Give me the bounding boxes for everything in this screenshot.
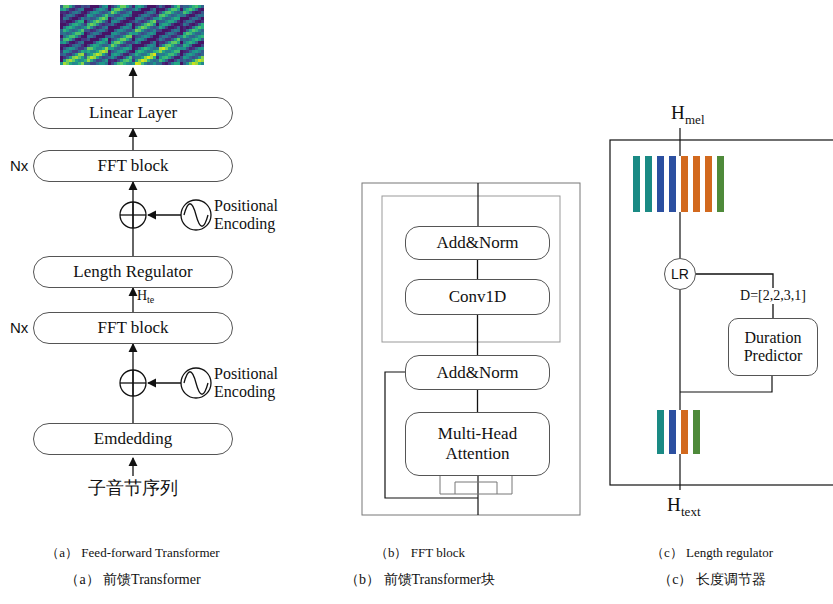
process-box: Emdedding: [33, 423, 233, 455]
signal-subscript: mel: [685, 113, 705, 128]
node-text: Add&Norm: [436, 363, 518, 383]
caption: （b） 前馈Transformer块: [345, 572, 495, 588]
block-frame: [362, 183, 580, 515]
encoding-arrow: [148, 382, 181, 383]
encoding-label: Positional Encoding: [214, 365, 304, 402]
caption: （a） Feed-forward Transformer: [46, 546, 219, 561]
operator-circle: LR: [664, 258, 696, 290]
connector: [132, 182, 133, 256]
flow-line: [679, 454, 680, 490]
signal-name: H: [667, 494, 681, 516]
output-arrow: [132, 68, 133, 97]
connector: [477, 260, 478, 279]
node-text: Linear Layer: [89, 103, 177, 123]
process-box: Add&Norm: [405, 226, 550, 260]
encoding-label: Positional Encoding: [214, 197, 304, 234]
process-box: Add&Norm: [405, 355, 550, 390]
connector: [132, 129, 133, 150]
flow-line: [679, 128, 680, 156]
mel-frames: [633, 156, 724, 212]
connector: [132, 344, 133, 423]
process-box: Conv1D: [405, 279, 550, 315]
process-box: Length Regulator: [33, 256, 233, 288]
process-box: FFT block: [33, 312, 233, 344]
predictor-input-line: [680, 376, 772, 392]
input-label: 子音节序列: [88, 478, 178, 499]
repeat-count: Nx: [10, 319, 28, 336]
input-arrow: [132, 458, 133, 476]
node-text: Duration Predictor: [735, 329, 811, 366]
node-text: Add&Norm: [436, 233, 518, 253]
encoding-arrow: [148, 214, 181, 215]
signal-name: H: [671, 102, 685, 124]
flow-line: [679, 212, 680, 258]
regulator-frame: [610, 140, 833, 485]
edge-label: D=[2,2,3,1]: [738, 288, 808, 304]
node-text: FFT block: [97, 318, 168, 338]
node-text: Emdedding: [94, 429, 172, 449]
node-text: Multi-Head Attention: [412, 424, 543, 463]
residual-frame: [382, 196, 560, 342]
repeat-count: Nx: [10, 157, 28, 174]
signal-subscript: text: [681, 505, 701, 520]
sine-symbol: [181, 200, 211, 398]
caption: （a） 前馈Transformer: [65, 572, 200, 588]
process-box: Linear Layer: [33, 97, 233, 129]
signal-name: H: [137, 288, 147, 304]
head-bracket: [440, 476, 512, 494]
text-frames: [657, 410, 700, 454]
caption: （b） FFT block: [375, 546, 465, 561]
node-text: Conv1D: [449, 287, 507, 307]
connector: [477, 390, 478, 412]
caption: （c） Length regulator: [651, 546, 773, 561]
node-text: LR: [671, 266, 689, 282]
signal-subscript: te: [147, 294, 154, 306]
node-text: FFT block: [97, 156, 168, 176]
process-box: Duration Predictor: [728, 318, 818, 376]
process-box: FFT block: [33, 150, 233, 182]
flow-line: [477, 183, 478, 226]
spectrogram: [60, 5, 204, 65]
caption: （c） 长度调节器: [658, 572, 766, 588]
connector: [477, 315, 478, 355]
node-text: Length Regulator: [73, 262, 192, 282]
process-box: Multi-Head Attention: [405, 412, 550, 476]
connector: [132, 288, 133, 312]
